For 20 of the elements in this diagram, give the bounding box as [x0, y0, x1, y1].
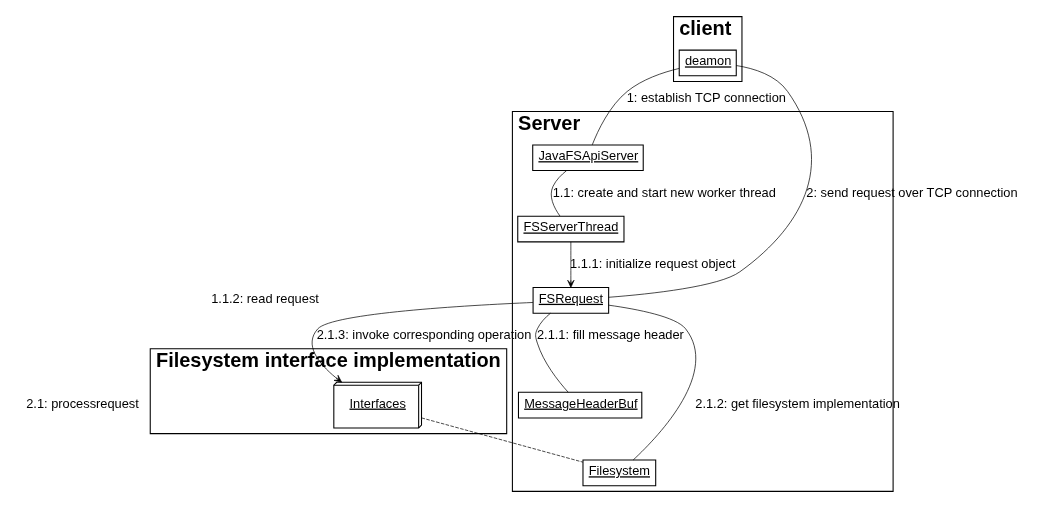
node-box: JavaFSApiServer [532, 144, 644, 172]
edge-label: 1: establish TCP connection [626, 89, 786, 105]
connector [608, 304, 696, 461]
arrow [311, 302, 534, 383]
node-box: FSRequest [532, 286, 610, 314]
connector [550, 170, 567, 217]
connector [591, 68, 680, 146]
node-box: Filesystem [582, 459, 657, 487]
label: 2.1: processrequest [26, 396, 139, 412]
connector [608, 65, 812, 298]
arrow [567, 241, 575, 288]
edge-label: 1.1.1: initialize request object [570, 255, 736, 271]
node-box: MessageHeaderBuf [517, 391, 643, 419]
edge-label: 2.1.1: fill message header [536, 327, 684, 343]
connector [421, 417, 584, 463]
label: 1.1.2: read request [211, 291, 319, 307]
connector [535, 312, 569, 393]
node-box: deamon [678, 49, 737, 77]
edge-label: 1.1: create and start new worker thread [552, 184, 776, 200]
node-box: FSServerThread [517, 215, 625, 243]
